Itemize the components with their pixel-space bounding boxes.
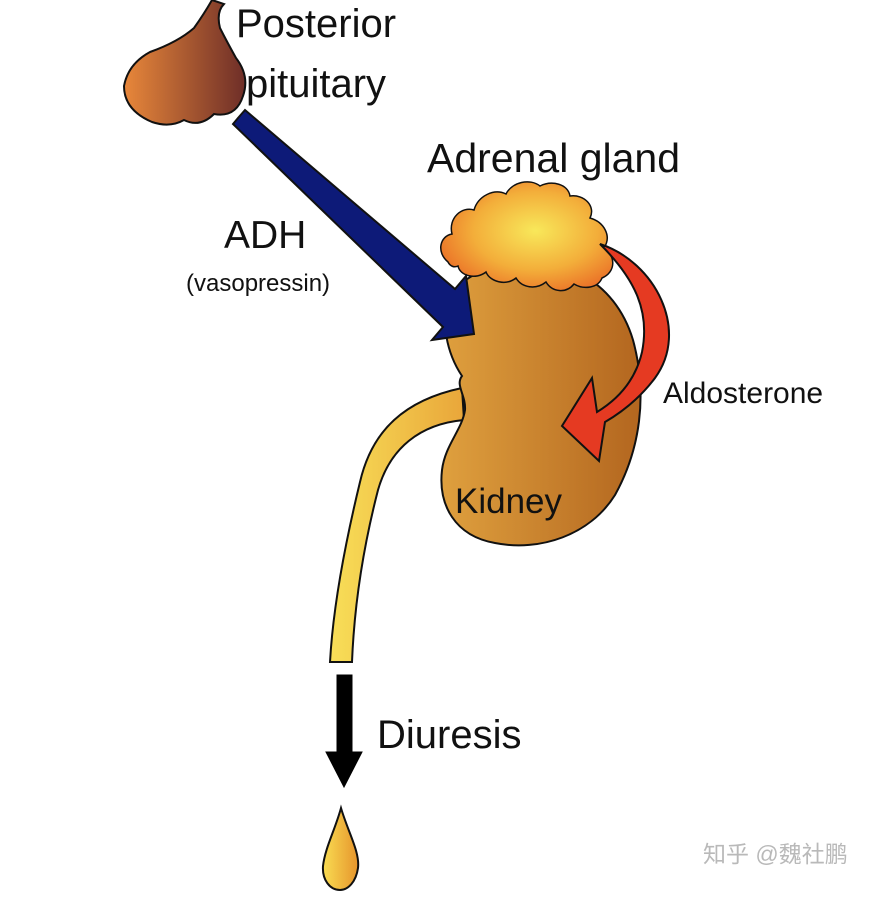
ureter-shape (328, 386, 466, 663)
diuresis-arrow (325, 674, 363, 789)
adh-arrow (231, 108, 476, 342)
urine-droplet (321, 804, 360, 892)
kidney-label: Kidney (455, 482, 563, 521)
vasopressin-label: (vasopressin) (186, 270, 331, 297)
adh-label: ADH (224, 214, 307, 257)
kidney-shape (440, 261, 642, 547)
posterior-pituitary-shape (122, 0, 247, 126)
posterior-pituitary-label-line1: Posterior (236, 2, 397, 46)
posterior-pituitary-label-line2: pituitary (246, 62, 387, 106)
adrenal-gland-label: Adrenal gland (427, 135, 681, 181)
aldosterone-arrow (560, 243, 671, 464)
watermark: 知乎 @魏社鹏 (703, 841, 848, 867)
diuresis-label: Diuresis (377, 713, 522, 757)
aldosterone-label: Aldosterone (663, 377, 824, 410)
